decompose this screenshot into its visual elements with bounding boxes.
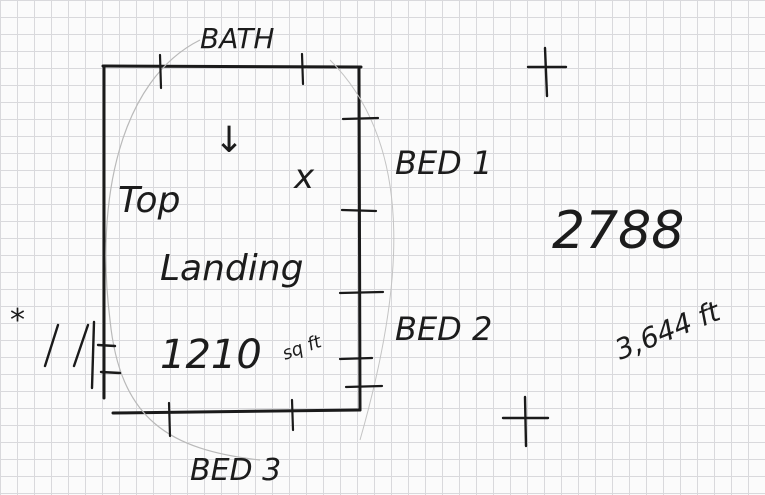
label-bed-3: BED 3 [190, 453, 281, 488]
right-wall [357, 65, 362, 412]
left-star-mark: * [10, 303, 25, 338]
right-tick-3 [338, 290, 385, 295]
label-area-units: sq ft [280, 331, 326, 365]
cross-1-v [543, 46, 549, 98]
cross-2-v [523, 395, 528, 448]
left-mark-5 [99, 370, 122, 375]
bottom-tick-2 [290, 398, 295, 432]
top-tick-2 [300, 52, 305, 86]
left-mark-1 [43, 323, 60, 368]
right-tick-2 [340, 208, 378, 213]
room-outline [101, 64, 363, 415]
pencil-curve [105, 39, 261, 461]
label-bed-1: BED 1 [395, 144, 492, 182]
right-tick-4 [338, 356, 374, 361]
door-ticks [158, 52, 385, 438]
label-area: 1210 [160, 332, 262, 378]
left-mark-2 [72, 323, 90, 368]
left-door-marks [43, 320, 122, 390]
bottom-tick-1 [167, 401, 172, 438]
far-right-number: 2788 [552, 201, 684, 261]
label-bed-2: BED 2 [395, 310, 492, 348]
left-mark-3 [90, 320, 96, 390]
label-landing: Landing [160, 248, 303, 289]
left-mark-4 [96, 343, 117, 348]
top-wall [101, 64, 363, 69]
right-tick-1 [341, 116, 380, 121]
slanted-note: 3,644 ft [610, 294, 725, 366]
compass-crosses [501, 46, 568, 448]
stair-arrow: ↓ [214, 120, 244, 161]
label-top: Top [118, 180, 180, 221]
top-tick-1 [158, 53, 163, 90]
bottom-wall [111, 408, 362, 415]
pencil-curve-right [329, 59, 395, 441]
x-mark: x [293, 157, 315, 197]
right-tick-5 [344, 384, 384, 389]
label-bath: BATH [200, 22, 274, 55]
